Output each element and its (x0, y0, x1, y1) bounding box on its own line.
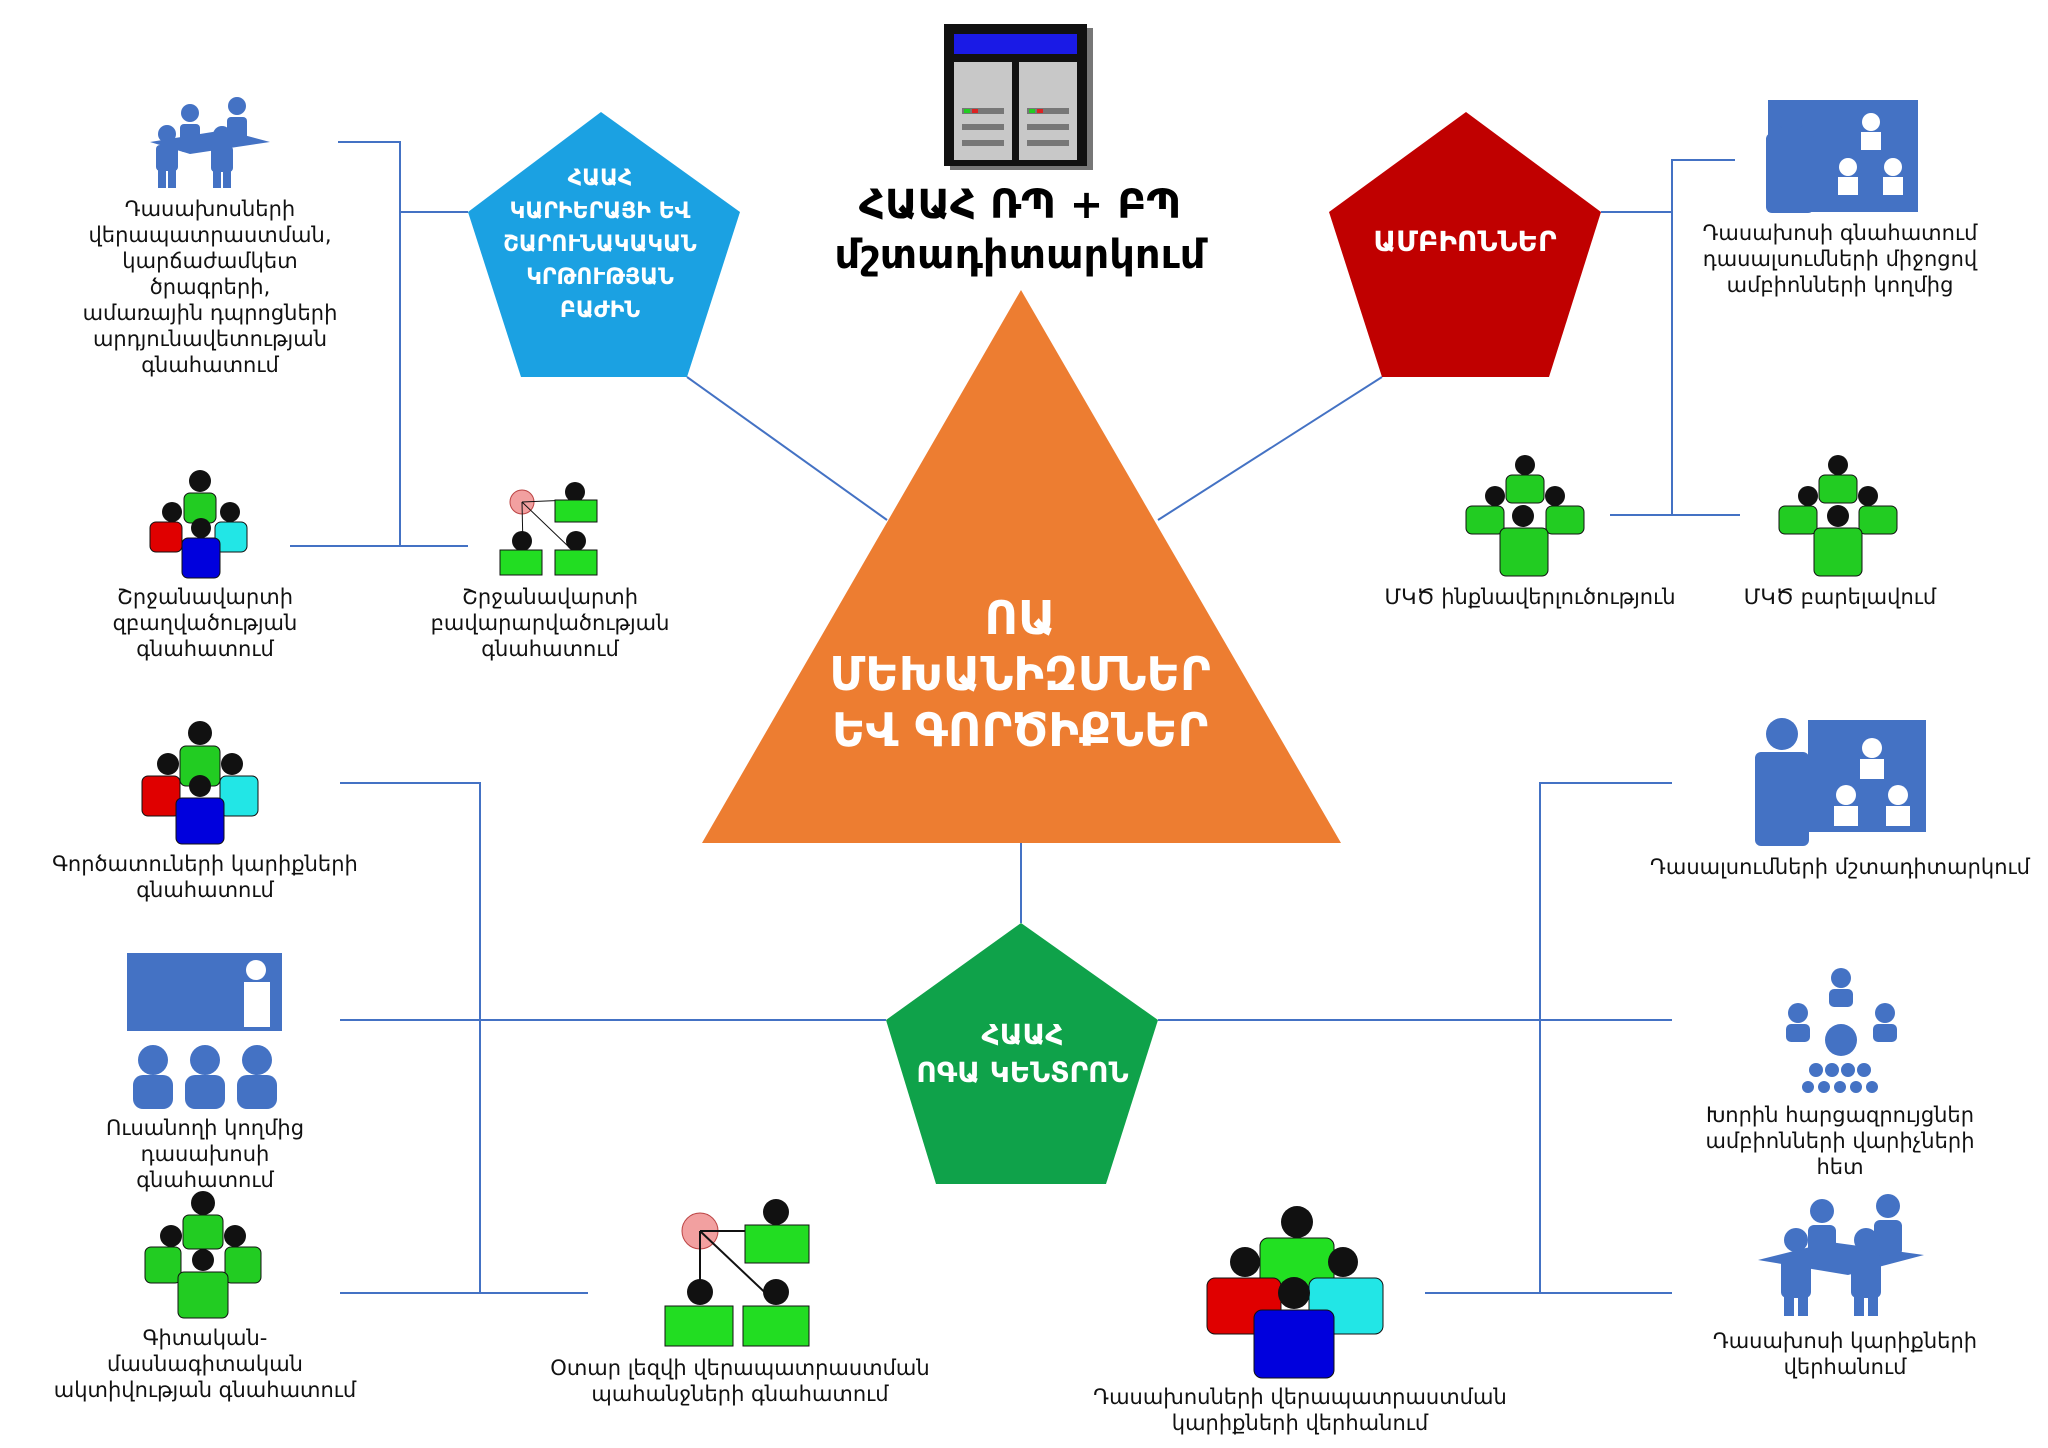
label-line: պահանջների գնահատում (591, 1382, 889, 1406)
qa-center-pentagon (886, 923, 1158, 1184)
center-title-line: ՄԵԽԱՆԻԶՄՆԵՐ (829, 647, 1211, 701)
label-line: Դասախոսների վերապատրաստման (1093, 1385, 1507, 1409)
label-line: հետ (1816, 1155, 1864, 1179)
teacher-class-icon (1755, 718, 1926, 846)
label-line: գնահատում (136, 878, 274, 902)
label-line: ամբիոնների վարիչների (1705, 1129, 1975, 1153)
graduate-employment-label: Շրջանավարտի զբաղվածության գնահատում (80, 584, 330, 662)
focus-groups-label: Խորին հարցազրույցներ ամբիոնների վարիչներ… (1690, 1102, 1990, 1180)
hierarchy-icon (1786, 968, 1897, 1093)
career-dept-line: ԲԱԺԻՆ (559, 298, 641, 323)
green-group-icon (1778, 455, 1898, 577)
meeting-icon (150, 97, 270, 188)
people-group-icon (1206, 1206, 1384, 1379)
chairs-line: ԱՄԲԻՈՆՆԵՐ (1373, 225, 1557, 258)
label-line: Դասախոսների (124, 197, 296, 221)
label-line: Գիտական- (142, 1326, 268, 1350)
employer-needs-label: Գործատուների կարիքների գնահատում (50, 851, 360, 903)
label-line: գնահատում (141, 353, 279, 377)
mkd-improve-label: ՄԿԾ բարելավում (1720, 584, 1960, 610)
label-line: Դասախոսի գնահատում (1702, 221, 1978, 245)
people-group-icon (141, 721, 259, 845)
label-line: Խորին հարցազրույցներ (1705, 1103, 1975, 1127)
label-line: կարիքների վերհանում (1171, 1411, 1429, 1435)
label-line: գնահատում (481, 637, 619, 661)
qa-center-line: ՈԳԱ ԿԵՆՏՐՈՆ (916, 1056, 1129, 1089)
server-monitoring-title: ՀԱԱՀ ՌՊ + ԲՊ մշտադիտարկում (780, 180, 1260, 280)
foreign-language-label: Օտար լեզվի վերապատրաստման պահանջների գնա… (545, 1355, 935, 1407)
server-title-line: մշտադիտարկում (834, 232, 1206, 278)
center-title-line: ԵՎ ԳՈՐԾԻՔՆԵՐ (831, 703, 1209, 757)
label-line: ՄԿԾ բարելավում (1743, 585, 1937, 609)
label-line: ՄԿԾ ինքնավերլուծություն (1384, 585, 1676, 609)
student-teacher-eval-label: Ուսանողի կողմից դասախոսի գնահատում (40, 1115, 370, 1193)
label-line: Գործատուների կարիքների (52, 852, 358, 876)
label-line: Դասախոսի կարիքների վերհանում (1712, 1329, 1978, 1379)
teacher-needs-label: Դասախոսի կարիքների վերհանում (1650, 1328, 2040, 1380)
label-line: բավարարվածության (430, 611, 670, 635)
green-group-icon (144, 1191, 262, 1319)
center-title-line: ՈԱ (984, 591, 1056, 645)
lesson-monitoring-label: Դասալսումների մշտադիտարկում (1650, 854, 2030, 880)
teacher-retraining-eval-label: Դասախոսների վերապատրաստման, կարճաժամկետ … (60, 196, 360, 378)
mkd-self-label: ՄԿԾ ինքնավերլուծություն (1380, 584, 1680, 610)
center-triangle (702, 290, 1341, 843)
green-group-icon (1465, 455, 1585, 577)
network-people-icon (499, 482, 598, 576)
connector-lines (290, 141, 1740, 1294)
qa-center-title: ՀԱԱՀ ՈԳԱ ԿԵՆՏՐՈՆ (890, 1016, 1155, 1092)
career-dept-line: ԿԱՐԻԵՐԱՅԻ ԵՎ (509, 199, 691, 224)
chairs-pentagon (1329, 112, 1601, 377)
career-dept-line: ԿՐԹՈՒԹՅԱՆ (526, 265, 674, 290)
label-line: մասնագիտական (107, 1352, 303, 1376)
label-line: Շրջանավարտի (461, 585, 639, 609)
label-line: ակտիվության գնահատում (53, 1378, 357, 1402)
chairs-title: ԱՄԲԻՈՆՆԵՐ (1340, 224, 1590, 260)
label-line: Ուսանողի կողմից դասախոսի (105, 1116, 305, 1166)
label-line: կարճաժամկետ ծրագրերի, (122, 249, 298, 299)
qa-center-line: ՀԱԱՀ (981, 1018, 1064, 1051)
retraining-needs-label: Դասախոսների վերապատրաստման կարիքների վեր… (1090, 1384, 1510, 1436)
label-line: գնահատում (136, 1168, 274, 1192)
presentation-icon (127, 953, 282, 1109)
label-line: ամբիոնների կողմից (1726, 273, 1954, 297)
people-group-icon (149, 470, 248, 579)
server-title-line: ՀԱԱՀ ՌՊ + ԲՊ (858, 182, 1182, 228)
chair-teacher-eval-label: Դասախոսի գնահատում դասալսումների միջոցով… (1690, 220, 1990, 298)
label-line: Շրջանավարտի (116, 585, 294, 609)
label-line: դասալսումների միջոցով (1702, 247, 1978, 271)
center-title: ՈԱ ՄԵԽԱՆԻԶՄՆԵՐ ԵՎ ԳՈՐԾԻՔՆԵՐ (760, 590, 1280, 758)
meeting-icon (1758, 1194, 1924, 1316)
label-line: վերապատրաստման, (88, 223, 332, 247)
teacher-class-icon (1766, 100, 1918, 213)
career-dept-title: ՀԱԱՀ ԿԱՐԻԵՐԱՅԻ ԵՎ ՇԱՐՈՒՆԱԿԱԿԱՆ ԿՐԹՈՒԹՅԱՆ… (450, 162, 750, 327)
label-line: ամառային դպրոցների (82, 301, 338, 325)
label-line: արդյունավետության (92, 327, 328, 351)
graduate-satisfaction-label: Շրջանավարտի բավարարվածության գնահատում (420, 584, 680, 662)
label-line: Դասալսումների մշտադիտարկում (1650, 855, 2030, 879)
career-dept-line: ՇԱՐՈՒՆԱԿԱԿԱՆ (503, 232, 697, 257)
network-people-icon (664, 1199, 810, 1347)
server-icon (944, 24, 1093, 170)
career-dept-pentagon (468, 112, 740, 377)
scientific-activity-label: Գիտական- մասնագիտական ակտիվության գնահատ… (50, 1325, 360, 1403)
label-line: զբաղվածության (112, 611, 298, 635)
career-dept-line: ՀԱԱՀ (567, 166, 633, 191)
label-line: գնահատում (136, 637, 274, 661)
label-line: Օտար լեզվի վերապատրաստման (550, 1356, 930, 1380)
